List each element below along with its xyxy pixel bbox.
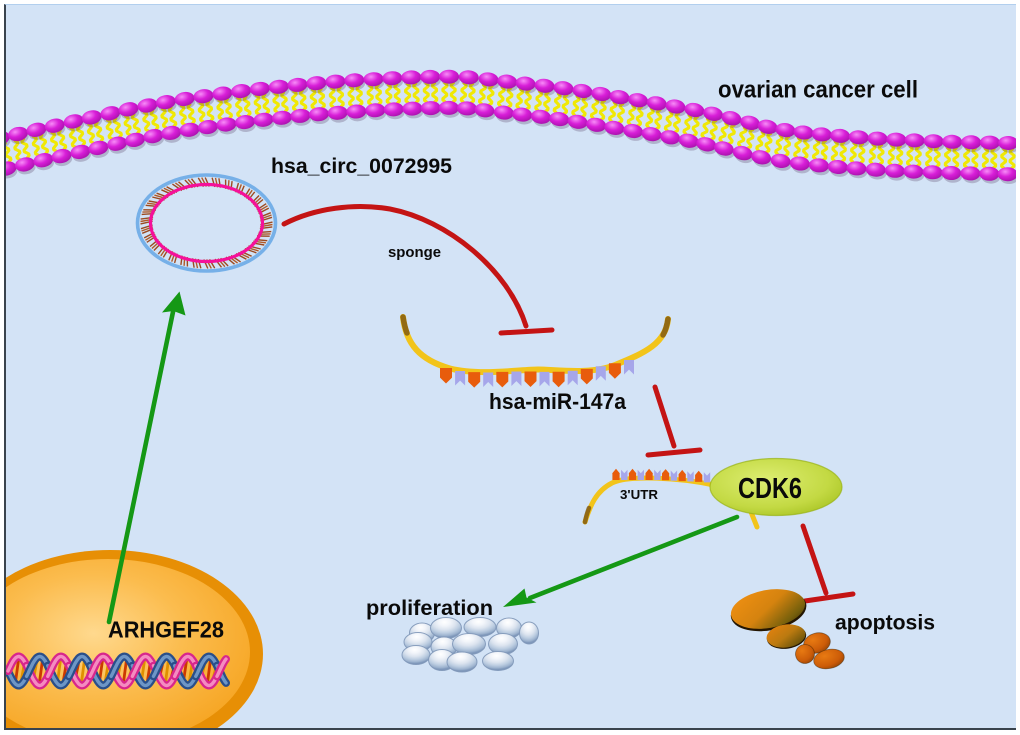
svg-text:sponge: sponge (388, 244, 441, 261)
svg-text:hsa-miR-147a: hsa-miR-147a (489, 389, 627, 414)
svg-text:proliferation: proliferation (366, 596, 493, 620)
svg-text:hsa_circ_0072995: hsa_circ_0072995 (271, 155, 452, 178)
svg-text:CDK6: CDK6 (738, 473, 802, 505)
svg-text:ARHGEF28: ARHGEF28 (108, 617, 224, 643)
svg-text:ovarian cancer cell: ovarian cancer cell (718, 77, 918, 104)
svg-text:apoptosis: apoptosis (835, 612, 935, 635)
svg-text:3'UTR: 3'UTR (620, 487, 659, 502)
